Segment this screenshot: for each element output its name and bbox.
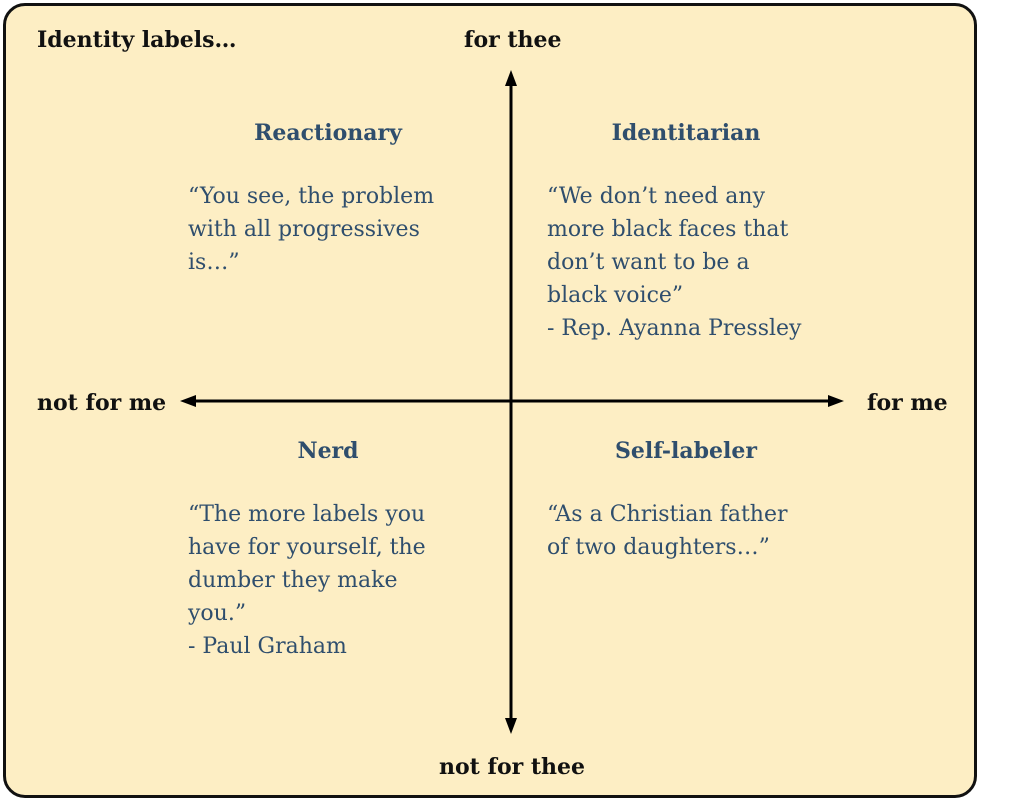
arrow-left-icon bbox=[180, 395, 196, 407]
quadrant-quote-nerd: “The more labels you have for yourself, … bbox=[188, 502, 426, 659]
quadrant-quote-self-labeler: “As a Christian father of two daughters…… bbox=[547, 502, 788, 560]
arrow-down-icon bbox=[505, 718, 517, 734]
arrow-up-icon bbox=[505, 70, 517, 86]
vertical-axis bbox=[505, 70, 517, 734]
corner-label: Identity labels… bbox=[37, 27, 237, 53]
horizontal-axis bbox=[180, 395, 844, 407]
quadrant-title-identitarian: Identitarian bbox=[611, 120, 761, 146]
axis-label-left: not for me bbox=[37, 390, 167, 416]
diagram-frame: Identity labels… for thee not for thee n… bbox=[3, 3, 977, 798]
quadrant-title-reactionary: Reactionary bbox=[254, 120, 402, 146]
quadrant-title-self-labeler: Self-labeler bbox=[615, 438, 757, 464]
axes-svg bbox=[180, 70, 844, 734]
axis-label-top: for thee bbox=[464, 27, 562, 53]
arrow-right-icon bbox=[828, 395, 844, 407]
quadrant-title-nerd: Nerd bbox=[297, 438, 359, 464]
axis-label-bottom: not for thee bbox=[439, 754, 586, 780]
quadrant-quote-reactionary: “You see, the problem with all progressi… bbox=[188, 184, 435, 275]
quadrant-quote-identitarian: “We don’t need any more black faces that… bbox=[547, 184, 802, 341]
axis-label-right: for me bbox=[867, 390, 948, 416]
